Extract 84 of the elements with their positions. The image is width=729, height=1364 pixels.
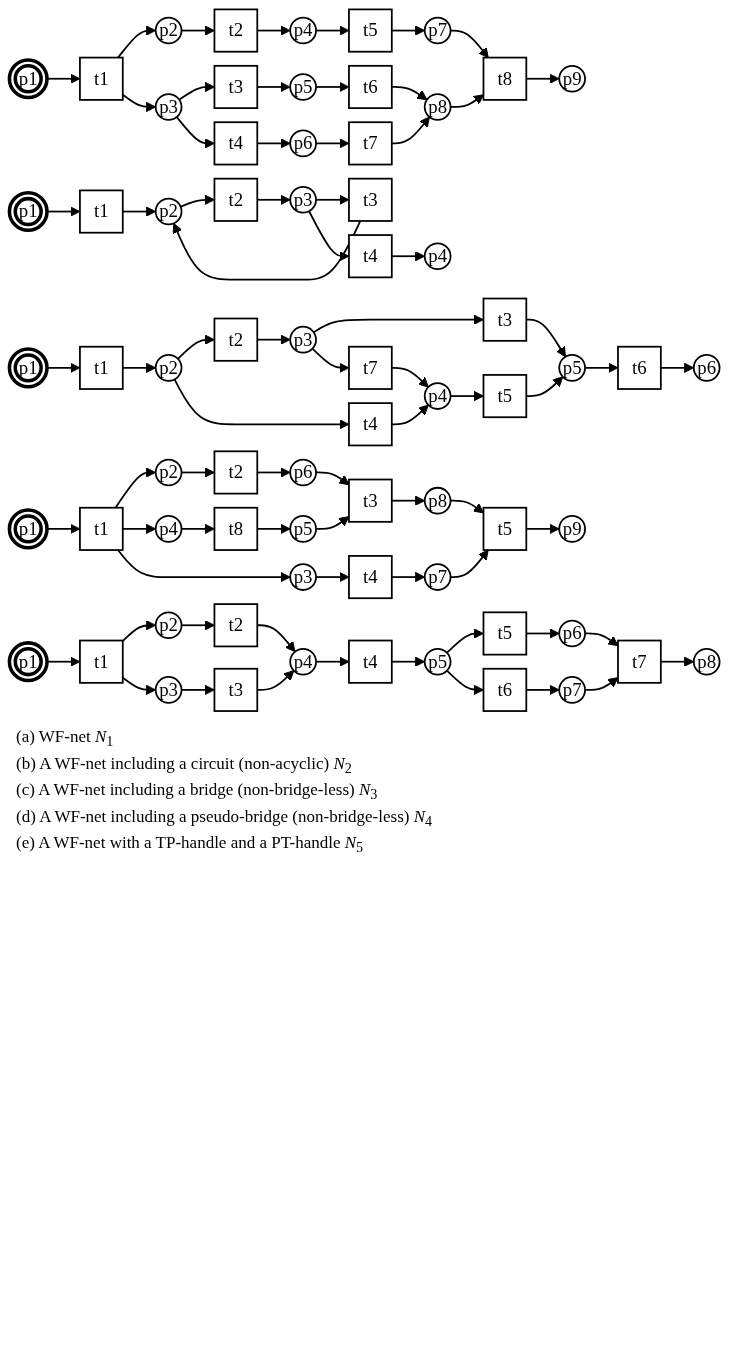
figure-caption: (d) A WF-net including a pseudo-bridge (non-bridge-less) N$_{4}$ — [16, 806, 434, 830]
node-box: t2 — [213, 450, 259, 495]
node-box: t5 — [348, 8, 393, 53]
node-box: t4 — [348, 639, 393, 684]
node-circle: p6 — [289, 458, 317, 487]
node-circle: p4 — [289, 16, 317, 45]
node-box: t2 — [213, 317, 259, 362]
node-circle: p4 — [154, 515, 183, 543]
node-circle: p1 — [7, 58, 49, 100]
node-circle: p2 — [154, 197, 183, 226]
node-box: t4 — [348, 555, 393, 600]
node-box: t7 — [348, 345, 393, 390]
node-box: t5 — [482, 611, 528, 656]
node-circle: p3 — [154, 676, 183, 704]
node-circle: p6 — [558, 619, 586, 648]
node-circle: p5 — [289, 515, 317, 543]
figure-caption: (c) A WF-net including a bridge (non-bridge-less) N$_{3}$ — [16, 780, 379, 804]
node-box: t6 — [482, 667, 528, 712]
node-box: t7 — [617, 639, 662, 684]
node-box: t4 — [213, 121, 259, 166]
node-circle: p4 — [423, 382, 452, 410]
node-box: t4 — [348, 402, 393, 447]
node-box: t1 — [79, 189, 124, 234]
node-box: t5 — [482, 374, 528, 419]
node-box: t5 — [482, 506, 528, 551]
node-circle: p8 — [692, 647, 721, 676]
node-box: t1 — [79, 345, 124, 390]
node-circle: p2 — [154, 354, 183, 382]
arrow — [172, 220, 362, 281]
arrow — [178, 81, 215, 101]
node-box: t6 — [617, 345, 662, 390]
arrow — [114, 467, 157, 509]
node-circle: p8 — [423, 93, 452, 121]
node-circle: p6 — [692, 354, 721, 382]
figure-caption: (b) A WF-net including a circuit (non-acyclic) N$_{2}$ — [16, 753, 353, 778]
arrow — [179, 194, 215, 208]
node-box: t3 — [213, 667, 259, 712]
node-box: t2 — [213, 8, 259, 53]
node-box: t4 — [348, 234, 393, 279]
node-circle: p3 — [289, 325, 317, 354]
node-circle: p9 — [558, 515, 586, 543]
node-circle: p5 — [289, 73, 317, 101]
arrow — [121, 620, 157, 642]
arrow — [312, 314, 484, 334]
node-box: t7 — [348, 121, 393, 166]
node-circle: p5 — [558, 354, 586, 382]
node-circle: p2 — [154, 611, 183, 640]
arrow — [446, 669, 484, 696]
node-box: t2 — [213, 603, 259, 648]
node-box: t3 — [348, 177, 393, 222]
node-circle: p2 — [154, 458, 183, 487]
arrow — [177, 334, 215, 360]
node-circle: p5 — [423, 647, 452, 676]
node-circle: p4 — [289, 647, 317, 676]
arrow — [117, 549, 291, 583]
node-circle: p1 — [7, 508, 49, 550]
node-circle: p3 — [289, 186, 317, 214]
node-box: t3 — [213, 64, 259, 109]
node-circle: p6 — [289, 129, 317, 158]
node-circle: p3 — [289, 563, 317, 591]
node-box: t1 — [79, 506, 124, 551]
node-circle: p1 — [7, 347, 49, 389]
node-circle: p4 — [423, 242, 452, 270]
node-circle: p9 — [558, 64, 586, 93]
node-circle: p1 — [7, 191, 49, 233]
node-box: t8 — [482, 56, 528, 101]
arrow — [117, 25, 157, 59]
node-box: t2 — [213, 177, 259, 222]
node-circle: p7 — [423, 563, 452, 591]
arrow — [446, 628, 484, 654]
figure-caption: (a) WF-net N$_{1}$ — [16, 727, 115, 751]
node-box: t1 — [79, 639, 124, 684]
node-circle: p7 — [423, 16, 452, 45]
node-box: t3 — [482, 297, 528, 342]
node-circle: p7 — [558, 676, 586, 704]
node-circle: p3 — [154, 93, 183, 121]
node-box: t6 — [348, 64, 393, 109]
node-box: t1 — [79, 56, 124, 101]
arrow — [175, 116, 215, 149]
node-circle: p2 — [154, 16, 183, 45]
figure-caption: (e) A WF-net with a TP-handle and a PT-handle N$_{5}$ — [16, 833, 365, 857]
node-box: t3 — [348, 478, 393, 523]
node-circle: p8 — [423, 486, 452, 515]
node-box: t8 — [213, 506, 259, 551]
